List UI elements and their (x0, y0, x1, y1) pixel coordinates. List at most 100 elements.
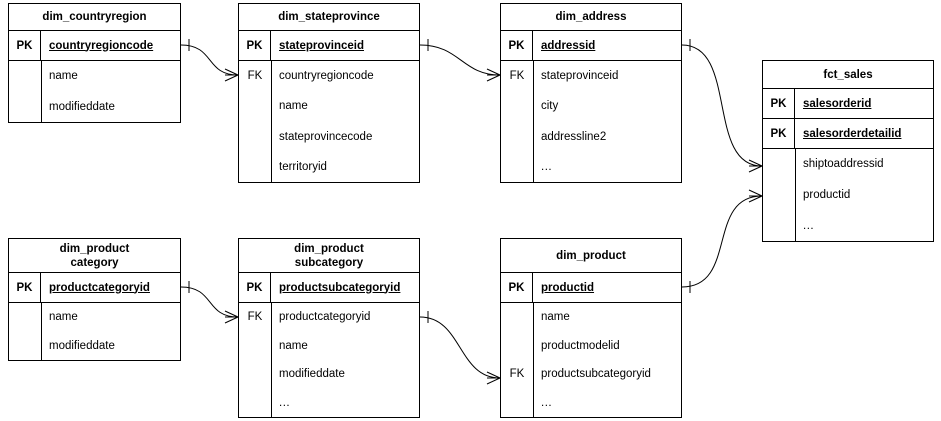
attribute-row-salesorderdetailid[interactable]: PK salesorderdetailid (763, 119, 933, 149)
attribute-name: stateprovincecode (279, 130, 373, 143)
relationship-stateprovince-to-address (419, 44, 501, 76)
attribute-name: name (541, 311, 570, 324)
attribute-row-modifieddate[interactable]: modifieddate (239, 360, 419, 389)
attribute-list-dim_productcategory: name modifieddate (9, 303, 180, 360)
attribute-name: modifieddate (49, 339, 115, 352)
attribute-name: productcategoryid (279, 311, 371, 324)
crowsfoot-prong-upper (224, 310, 239, 318)
attribute-row-name[interactable]: name (9, 61, 180, 92)
key-label (501, 303, 533, 332)
key-column-divider (533, 303, 534, 417)
entity-title-fct_sales: fct_sales (763, 61, 933, 89)
attribute-row-productid[interactable]: PK productid (501, 273, 681, 303)
key-label (9, 332, 41, 361)
attribute-row-productcategoryid[interactable]: FK productcategoryid (239, 303, 419, 332)
key-column-divider (41, 303, 42, 360)
crowsfoot-prong-lower (486, 74, 501, 82)
attribute-row-more[interactable]: ... (501, 152, 681, 182)
key-label (763, 180, 795, 211)
key-column-divider (533, 61, 534, 182)
attribute-row-stateprovinceid[interactable]: FK stateprovinceid (501, 61, 681, 91)
attribute-row-name[interactable]: name (501, 303, 681, 332)
key-column-divider (271, 303, 272, 417)
attribute-row-modifieddate[interactable]: modifieddate (9, 332, 180, 361)
attribute-row-name[interactable]: name (239, 332, 419, 361)
entity-title-dim_product: dim_product (501, 239, 681, 273)
attribute-name: shiptoaddressid (803, 158, 884, 171)
attribute-row-city[interactable]: city (501, 91, 681, 121)
key-column-divider (41, 61, 42, 122)
key-label (763, 149, 795, 180)
attribute-name: territoryid (279, 160, 327, 173)
key-label (239, 122, 271, 152)
key-label (501, 91, 533, 121)
key-label: PK (239, 31, 271, 60)
relationship-productcategory-to-subcategory (180, 286, 239, 318)
key-label (763, 210, 795, 241)
relationship-line (180, 44, 239, 76)
key-label: FK (509, 70, 525, 83)
attribute-name: productid (541, 281, 595, 294)
attribute-row-productid[interactable]: productid (763, 180, 933, 211)
attribute-row-productmodelid[interactable]: productmodelid (501, 332, 681, 361)
attribute-row-stateprovinceid[interactable]: PK stateprovinceid (239, 31, 419, 61)
attribute-name: ... (541, 160, 553, 173)
key-column-divider (795, 149, 796, 241)
attribute-row-shiptoaddressid[interactable]: shiptoaddressid (763, 149, 933, 180)
key-label: FK (247, 311, 263, 324)
attribute-row-more[interactable]: ... (239, 389, 419, 418)
entity-title-dim_address: dim_address (501, 4, 681, 31)
key-label: PK (501, 273, 533, 302)
attribute-name: productsubcategoryid (541, 368, 651, 381)
relationship-line (681, 44, 763, 167)
key-label: PK (763, 119, 795, 148)
relationship-line (180, 286, 239, 318)
attribute-name: salesorderdetailid (803, 127, 902, 140)
attribute-row-stateprovincecode[interactable]: stateprovincecode (239, 122, 419, 152)
attribute-name: name (49, 311, 78, 324)
attribute-row-modifieddate[interactable]: modifieddate (9, 92, 180, 123)
attribute-list-dim_productsubcategory: FK productcategoryid name modifieddate... (239, 303, 419, 417)
relationship-address-to-fctsales (681, 44, 763, 167)
crowsfoot-prong-upper (486, 68, 501, 76)
entity-title-line: dim_stateprovince (278, 11, 380, 23)
attribute-name: name (49, 70, 78, 83)
attribute-list-dim_countryregion: name modifieddate (9, 61, 180, 122)
attribute-row-name[interactable]: name (9, 303, 180, 332)
attribute-name: stateprovinceid (541, 70, 619, 83)
entity-title-line: fct_sales (823, 68, 873, 81)
attribute-row-addressline2[interactable]: addressline2 (501, 122, 681, 152)
key-label (239, 152, 271, 182)
attribute-row-more[interactable]: ... (763, 210, 933, 241)
attribute-row-more[interactable]: ... (501, 389, 681, 418)
key-label: PK (501, 31, 533, 60)
attribute-row-name[interactable]: name (239, 91, 419, 121)
attribute-row-territoryid[interactable]: territoryid (239, 152, 419, 182)
attribute-name: productcategoryid (49, 281, 150, 294)
key-label (501, 389, 533, 418)
key-label (501, 122, 533, 152)
key-label: PK (9, 31, 41, 60)
attribute-name: modifieddate (279, 368, 345, 381)
attribute-list-fct_sales: shiptoaddressid productid... (763, 149, 933, 241)
entity-title-line: dim_address (555, 11, 627, 23)
relationship-countryregion-to-stateprovince (180, 44, 239, 76)
attribute-name: stateprovinceid (279, 39, 364, 52)
